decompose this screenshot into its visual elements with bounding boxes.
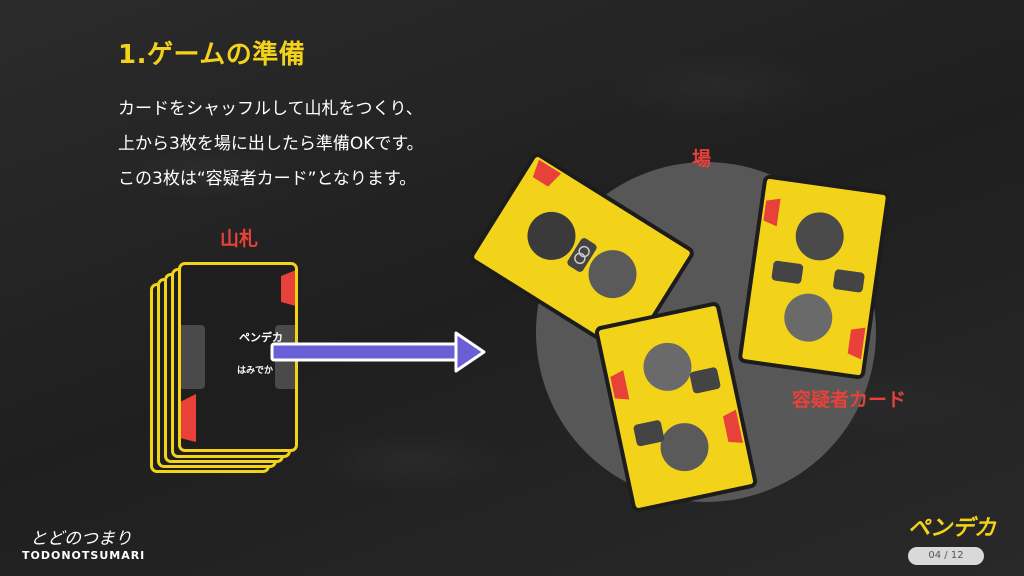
page-indicator: 04 / 12 (908, 547, 984, 565)
slide-title: 1.ゲームの準備 (118, 40, 306, 70)
suspects-label: 容疑者カード (792, 389, 907, 411)
footer-logo-word: TODONOTSUMARI (22, 549, 146, 562)
suspect-card-2 (737, 174, 891, 380)
suspect-card-3 (593, 300, 759, 514)
speech-bubble-icon (833, 269, 865, 293)
suspect-face-pair (763, 198, 866, 360)
speech-bubble-icon (771, 260, 804, 284)
body-line-2: 上から3枚を場に出したら準備OKです。 (118, 134, 424, 154)
suspect-face-pair (610, 342, 743, 472)
card-face-tab (181, 325, 205, 389)
suspect-card-1 (467, 150, 697, 360)
deck-card-logo: ペンデカ (239, 331, 283, 344)
field-label: 場 (692, 148, 712, 170)
magnifier-icon (567, 238, 597, 272)
footer-logo: とどのつまり TODONOTSUMARI (22, 524, 145, 562)
brand-logo: ペンデカ (908, 516, 997, 541)
deck-card-sub: はみでか (237, 366, 274, 376)
slide-body: カードをシャッフルして山札をつくり、 上から3枚を場に出したら準備OKです。 こ… (118, 92, 538, 197)
speech-bubble-icon (633, 420, 665, 447)
body-line-3: この3枚は“容疑者カード”となります。 (118, 169, 417, 189)
body-line-1: カードをシャッフルして山札をつくり、 (118, 99, 423, 119)
speech-bubble-icon (689, 367, 721, 394)
deck-card-flags (181, 270, 295, 442)
arrow-right-icon (270, 331, 486, 373)
deck-label: 山札 (220, 228, 259, 250)
suspect-face-pair (527, 159, 637, 299)
footer-logo-script: とどのつまり (30, 529, 132, 549)
